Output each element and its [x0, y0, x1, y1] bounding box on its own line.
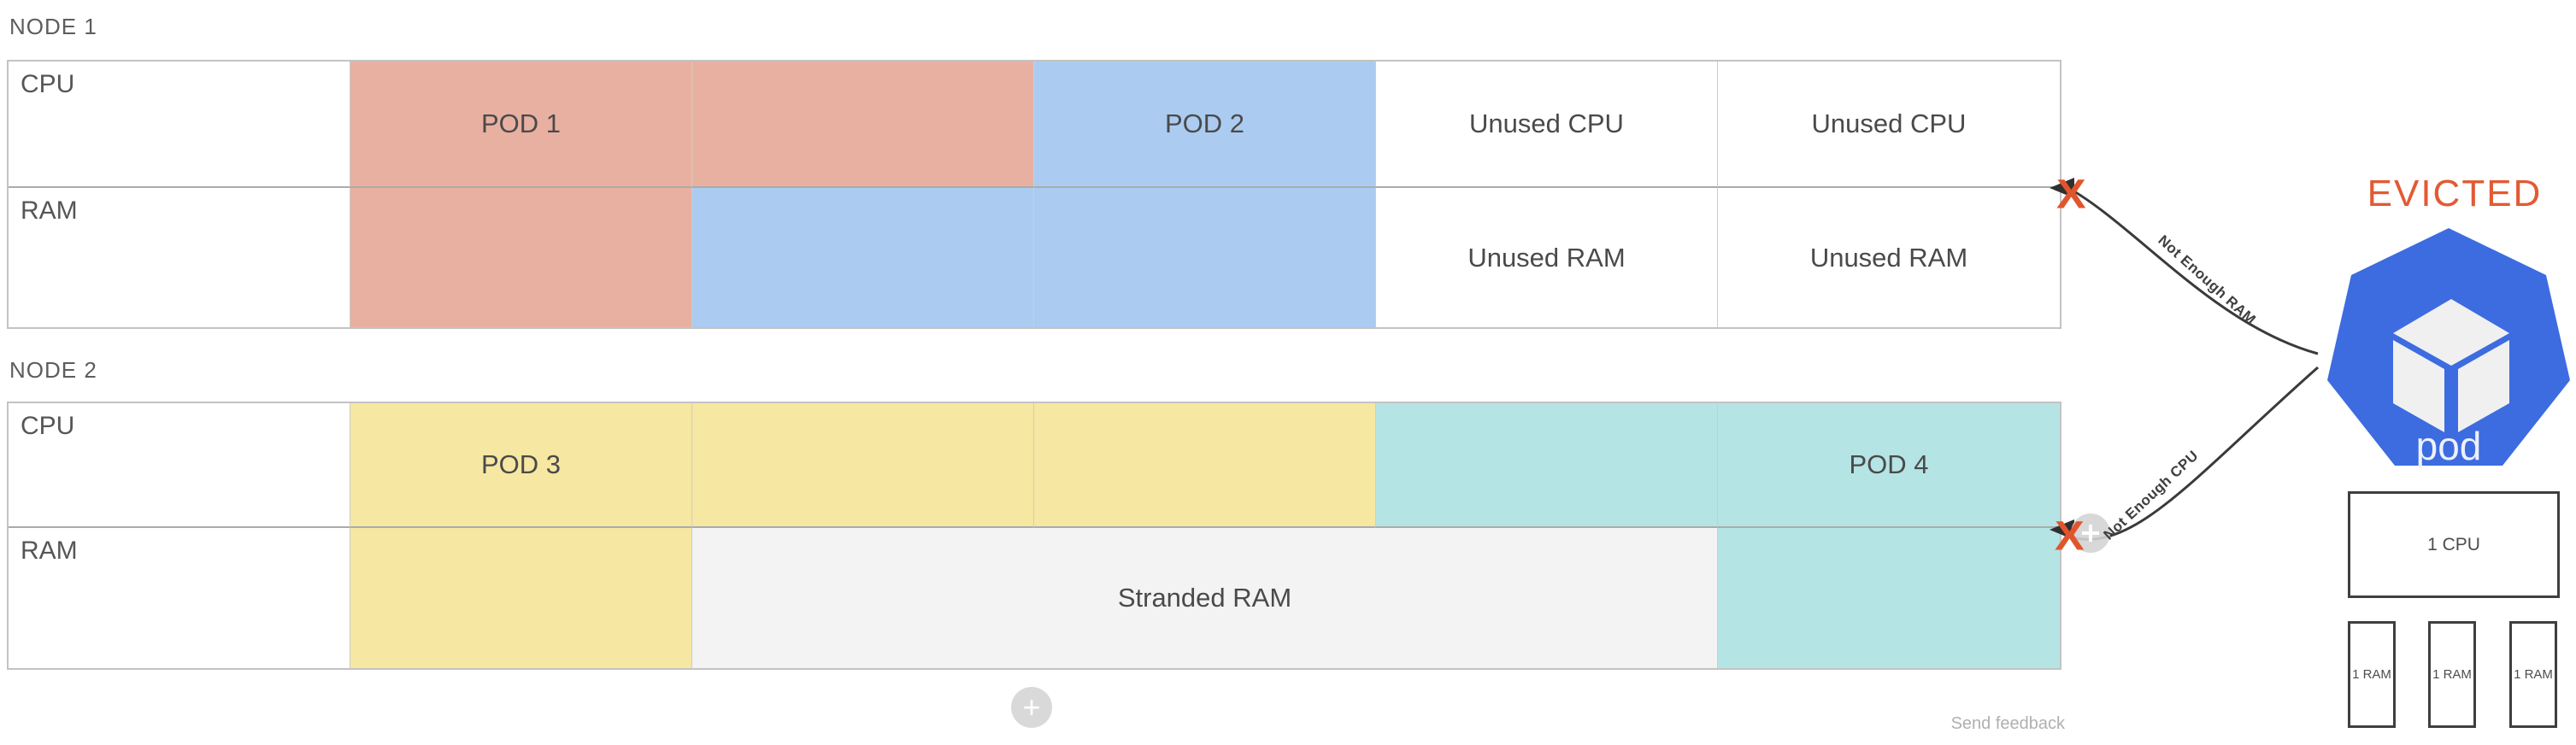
cell-pod1-cpu: POD 1 — [350, 62, 692, 188]
cpu-label: CPU — [21, 70, 75, 98]
ram-requirement-box: 1 RAM — [2509, 621, 2557, 728]
pod-label: pod — [2415, 424, 2482, 468]
not-enough-cpu-label: Not Enough CPU — [2100, 447, 2202, 543]
cell-unused-cpu-1: Unused CPU — [1376, 62, 1718, 188]
node1-title: NODE 1 — [9, 14, 97, 39]
node2-ram-row-label: RAM — [9, 528, 350, 668]
cell-pod2-ram-1 — [692, 188, 1034, 327]
cell-unused-ram-2: Unused RAM — [1718, 188, 2060, 327]
ram-label: RAM — [21, 537, 78, 565]
ram-requirement-box: 1 RAM — [2348, 621, 2396, 728]
evicted-label: EVICTED — [2367, 173, 2543, 214]
add-button[interactable]: + — [1011, 687, 1052, 728]
cell-pod3-ram — [350, 528, 692, 668]
node1-cpu-row-label: CPU — [9, 62, 350, 188]
cell-pod4-cpu-extra — [1376, 403, 1718, 528]
node2-table: CPU POD 3 POD 4 RAM Stranded RAM — [7, 402, 2061, 670]
cell-pod3-cpu: POD 3 — [350, 403, 692, 528]
cell-pod2-ram-2 — [1034, 188, 1376, 327]
cube-top-face-icon — [2393, 299, 2509, 366]
cube-left-face-icon — [2393, 340, 2444, 432]
node1-table: CPU POD 1 POD 2 Unused CPU Unused CPU RA… — [7, 60, 2061, 329]
not-enough-ram-label: Not Enough RAM — [2155, 232, 2260, 328]
cell-pod1-cpu-extra — [692, 62, 1034, 188]
cell-pod4-cpu: POD 4 — [1718, 403, 2060, 528]
cell-pod2-cpu: POD 2 — [1034, 62, 1376, 188]
cell-pod4-ram — [1718, 528, 2060, 668]
cell-pod3-cpu-extra-2 — [1034, 403, 1376, 528]
ram-label: RAM — [21, 197, 78, 225]
cpu-requirement-box: 1 CPU — [2348, 491, 2560, 598]
node2-cpu-row-label: CPU — [9, 403, 350, 528]
cell-pod3-cpu-extra-1 — [692, 403, 1034, 528]
cpu-label: CPU — [21, 412, 75, 440]
send-feedback-link[interactable]: Send feedback — [1950, 714, 2065, 733]
x-mark-node1: X — [2056, 172, 2086, 218]
ram-requirement-box: 1 RAM — [2428, 621, 2476, 728]
x-mark-node2: X — [2055, 513, 2085, 560]
node1-ram-row-label: RAM — [9, 188, 350, 327]
cell-unused-ram-1: Unused RAM — [1376, 188, 1718, 327]
node2-title: NODE 2 — [9, 357, 97, 383]
cell-stranded-ram: Stranded RAM — [692, 528, 1718, 668]
cube-right-face-icon — [2458, 340, 2509, 432]
cell-pod1-ram — [350, 188, 692, 327]
cell-unused-cpu-2: Unused CPU — [1718, 62, 2060, 188]
